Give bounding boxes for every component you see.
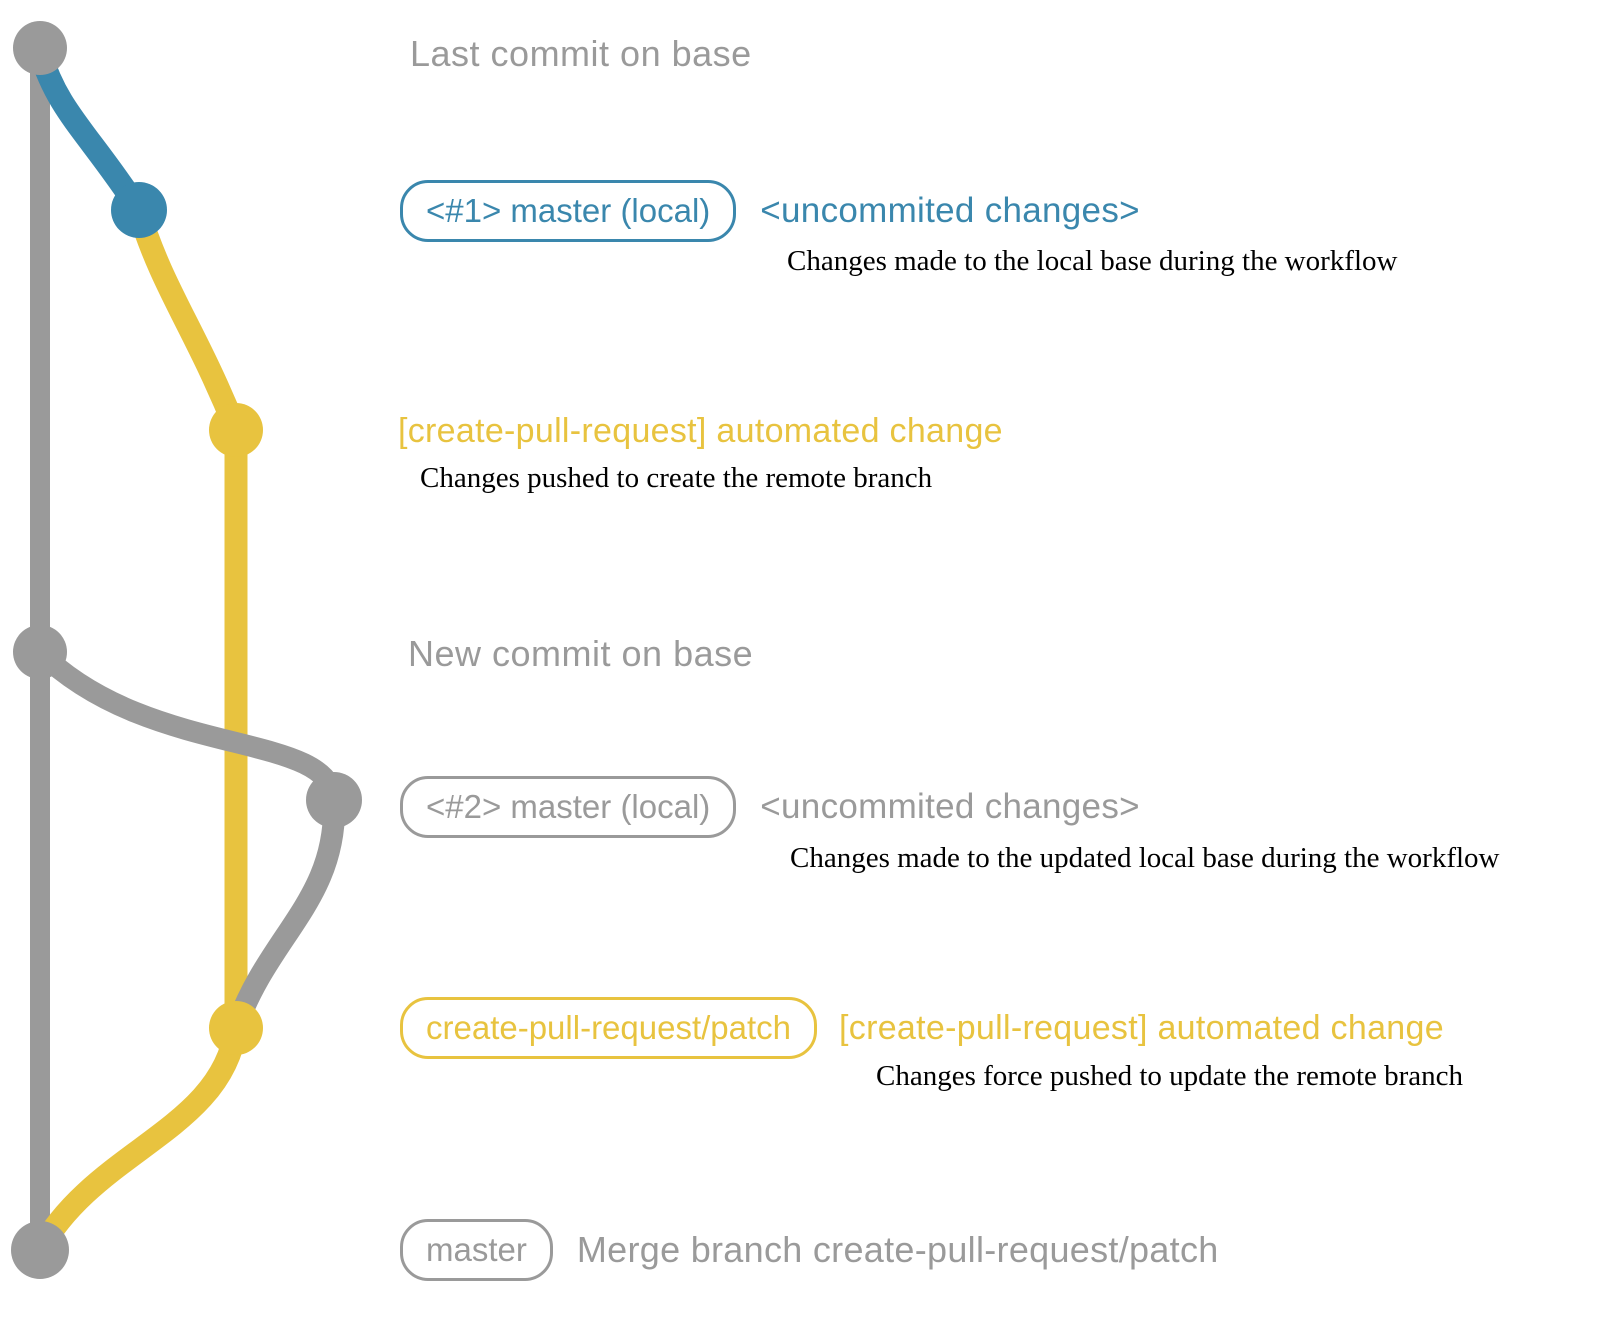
commit-graph: [11, 21, 362, 1279]
desc-force-pushed-update: Changes force pushed to update the remot…: [876, 1060, 1464, 1092]
commit-dot-merge: [11, 1221, 69, 1279]
note-automated-change-2: [create-pull-request] automated change: [839, 1008, 1444, 1047]
note-merge-branch: Merge branch create-pull-request/patch: [576, 1229, 1219, 1270]
badge-master: master: [400, 1219, 553, 1281]
commit-dot-uncommitted-2: [306, 772, 362, 828]
patch-merge-curve: [28, 1016, 248, 1262]
badge-patch-branch: create-pull-request/patch: [400, 997, 818, 1059]
note-automated-change-1: [create-pull-request] automated change: [398, 412, 1003, 450]
label-last-commit-on-base: Last commit on base: [410, 33, 752, 74]
row-master-local-1: <#1> master (local) <uncommited changes>: [400, 179, 1140, 243]
row-master-local-2: <#2> master (local) <uncommited changes>: [400, 775, 1140, 839]
label-new-commit-on-base: New commit on base: [408, 633, 754, 674]
commit-dot-new-base: [13, 625, 67, 679]
commit-dot-last-base: [13, 21, 67, 75]
row-master-merge: master Merge branch create-pull-request/…: [400, 1218, 1219, 1282]
commit-dot-patch-2: [209, 1001, 263, 1055]
row-patch-branch: create-pull-request/patch [create-pull-r…: [400, 996, 1444, 1060]
commit-dot-uncommitted-1: [111, 182, 167, 238]
desc-pushed-create-remote: Changes pushed to create the remote bran…: [420, 462, 933, 494]
desc-local-base-changes-1: Changes made to the local base during th…: [787, 245, 1398, 277]
local-to-patch-curve: [225, 789, 346, 1039]
badge-master-local-2: <#2> master (local): [400, 776, 737, 838]
desc-local-base-changes-2: Changes made to the updated local base d…: [790, 842, 1500, 874]
badge-master-local-1: <#1> master (local): [400, 180, 737, 242]
note-uncommitted-changes-1: <uncommited changes>: [760, 191, 1140, 230]
patch-branch-line: [127, 200, 248, 1040]
commit-dot-patch-1: [209, 403, 263, 457]
note-uncommitted-changes-2: <uncommited changes>: [760, 787, 1140, 826]
base-to-local-curve: [29, 641, 345, 811]
